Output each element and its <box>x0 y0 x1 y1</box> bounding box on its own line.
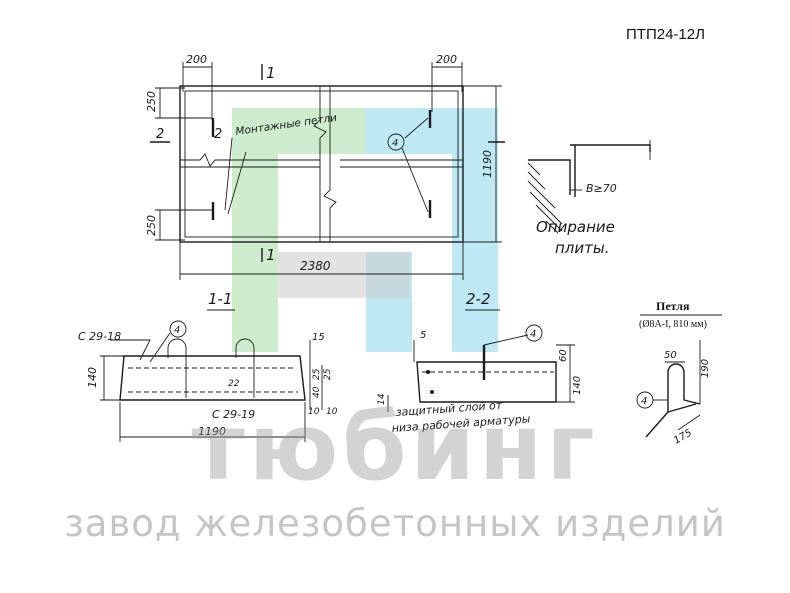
section-1-1-dim-40: 40 <box>312 386 322 398</box>
document-title: ПТП24-12Л <box>626 26 705 43</box>
section-2-2 <box>387 309 575 412</box>
loop-dim-50: 50 <box>664 350 677 361</box>
section-1-1-dim-15: 15 <box>312 332 325 343</box>
section-1-1-dim-1190: 1190 <box>198 425 226 438</box>
section-1-1-dim-22: 22 <box>228 379 240 389</box>
section-2-2-dim-14: 14 <box>377 393 387 405</box>
section-1-1-dim-140: 140 <box>86 367 99 388</box>
section-1-1-marker: 4 <box>174 325 180 336</box>
section-2-2-title: 2-2 <box>466 290 491 308</box>
section-mark-bottom: 1 <box>266 246 276 264</box>
loop-marker: 4 <box>641 396 647 407</box>
plan-dim-250-bottom: 250 <box>145 215 158 236</box>
section-1-1 <box>100 309 323 442</box>
brand-name: тюбинг <box>191 394 599 501</box>
section-1-1-title: 1-1 <box>208 290 233 308</box>
loop-dim-190: 190 <box>700 359 711 378</box>
section-1-1-dim-10b: 10 <box>326 407 338 417</box>
label-c29-18: С 29-18 <box>78 330 121 343</box>
plan-dim-height: 1190 <box>481 150 494 178</box>
support-caption-line2: плиты. <box>555 239 610 257</box>
section-2-2-marker: 4 <box>530 329 536 340</box>
plan-dim-250-top: 250 <box>145 91 158 112</box>
support-caption-line1: Опирание <box>536 218 615 236</box>
section-2-2-dim-60: 60 <box>558 349 569 362</box>
support-dim: B≥70 <box>586 182 617 195</box>
loop-title: Петля <box>656 299 690 313</box>
section-1-1-dim-25b: 25 <box>323 368 333 380</box>
section-2-2-dim-5: 5 <box>420 330 426 341</box>
section-1-1-dim-25a: 25 <box>312 368 322 380</box>
section-mark-left-inner: 2 <box>214 127 222 142</box>
plan-marker: 4 <box>392 138 398 149</box>
plan-dim-left-top: 200 <box>186 53 207 66</box>
section-2-2-dim-140: 140 <box>572 376 583 395</box>
support-detail <box>527 140 651 234</box>
section-mark-left: 2 <box>156 127 164 142</box>
brand-tagline: завод железобетонных изделий <box>64 502 726 545</box>
loop-subtitle: (Ø8A-I, 810 мм) <box>639 319 707 330</box>
plan-dim-length: 2380 <box>300 259 331 273</box>
label-c29-19: С 29-19 <box>212 408 255 421</box>
plan-view <box>150 62 505 280</box>
loop-detail <box>636 314 722 438</box>
plan-dim-right-top: 200 <box>436 53 457 66</box>
section-1-1-dim-10a: 10 <box>308 407 320 417</box>
section-mark-top: 1 <box>266 64 276 82</box>
watermark-logo <box>232 108 498 352</box>
